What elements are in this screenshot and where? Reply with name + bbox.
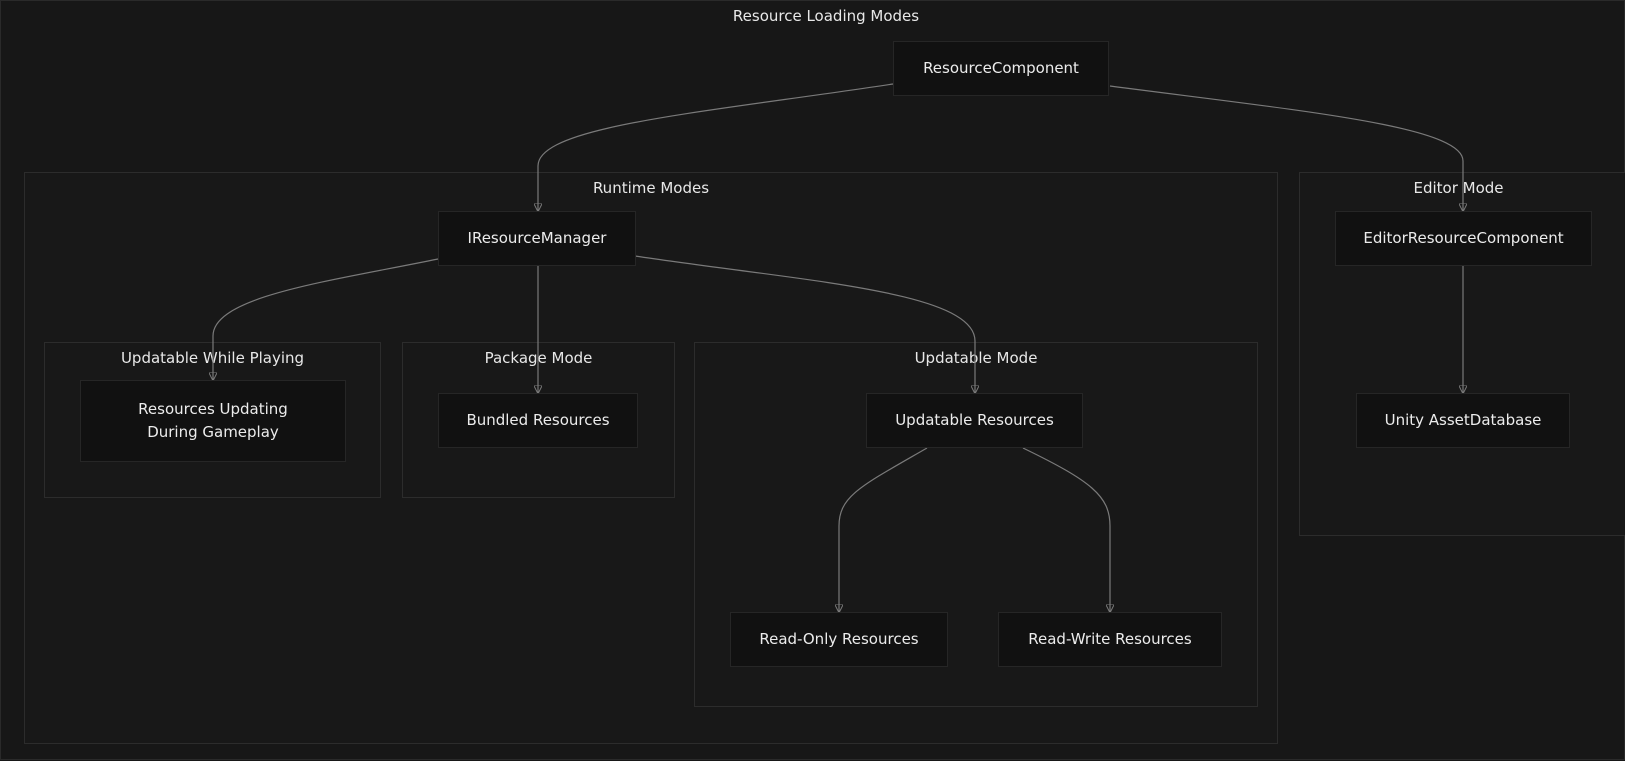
- cluster-label-updatable-mode: Updatable Mode: [914, 349, 1038, 367]
- node-read-write-resources: Read-Write Resources: [998, 612, 1222, 667]
- node-resources-updating-during-gameplay: Resources Updating During Gameplay: [80, 380, 346, 462]
- cluster-label-package-mode: Package Mode: [484, 349, 593, 367]
- cluster-label-updatable-while-playing: Updatable While Playing: [120, 349, 305, 367]
- node-updatable-resources: Updatable Resources: [866, 393, 1083, 448]
- diagram-title: Resource Loading Modes: [732, 7, 920, 25]
- node-resource-component: ResourceComponent: [893, 41, 1109, 96]
- node-read-only-resources: Read-Only Resources: [730, 612, 948, 667]
- node-editor-resource-component: EditorResourceComponent: [1335, 211, 1592, 266]
- node-unity-asset-database: Unity AssetDatabase: [1356, 393, 1570, 448]
- cluster-label-runtime-modes: Runtime Modes: [592, 179, 710, 197]
- node-bundled-resources: Bundled Resources: [438, 393, 638, 448]
- node-iresource-manager: IResourceManager: [438, 211, 636, 266]
- cluster-label-editor-mode: Editor Mode: [1413, 179, 1504, 197]
